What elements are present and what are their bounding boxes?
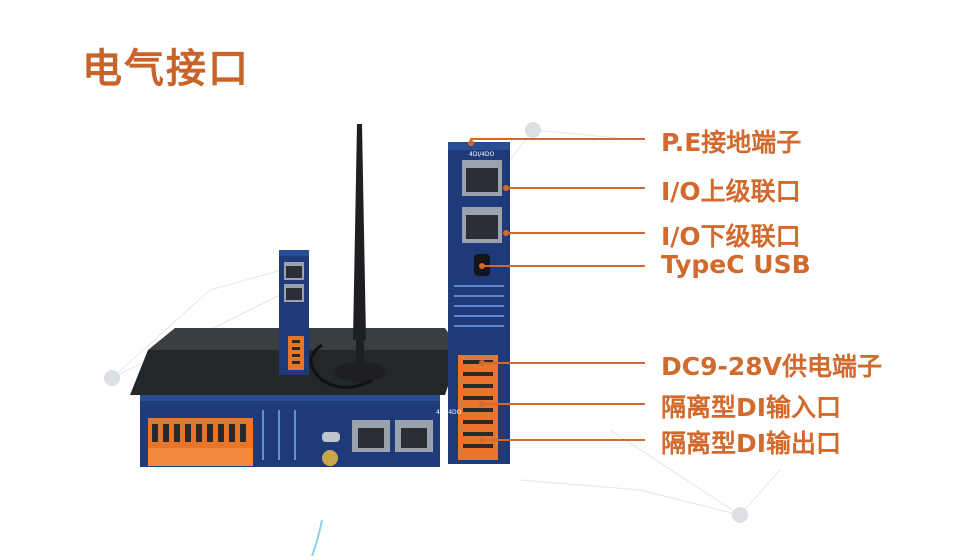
antenna-connector <box>322 450 338 466</box>
callout-io-upstream: I/O上级联口 <box>661 177 801 206</box>
page-title: 电气接口 <box>82 46 250 92</box>
module-model-label: 4DI/4DO <box>469 151 495 158</box>
decor-arc <box>311 519 323 557</box>
callout-di-output: 隔离型DI输出口 <box>661 429 842 458</box>
callout-io-downstream: I/O下级联口 <box>661 222 801 251</box>
callout-power-terminal: DC9-28V供电端子 <box>661 352 883 381</box>
small-io-module <box>279 250 309 375</box>
decor-dot <box>104 370 120 386</box>
antenna <box>309 124 386 389</box>
decor-dot <box>732 507 748 523</box>
gateway-model-label: 4DI/4DO <box>436 409 462 416</box>
callout-pe-ground: P.E接地端子 <box>661 128 802 157</box>
gateway-terminal-block <box>148 418 253 466</box>
callout-di-input: 隔离型DI输入口 <box>661 393 842 422</box>
callout-typec-usb: TypeC USB <box>661 250 811 279</box>
usb-port <box>322 432 340 442</box>
tall-io-module <box>448 142 510 464</box>
callout-dots <box>468 140 509 443</box>
decor-dot <box>525 122 541 138</box>
